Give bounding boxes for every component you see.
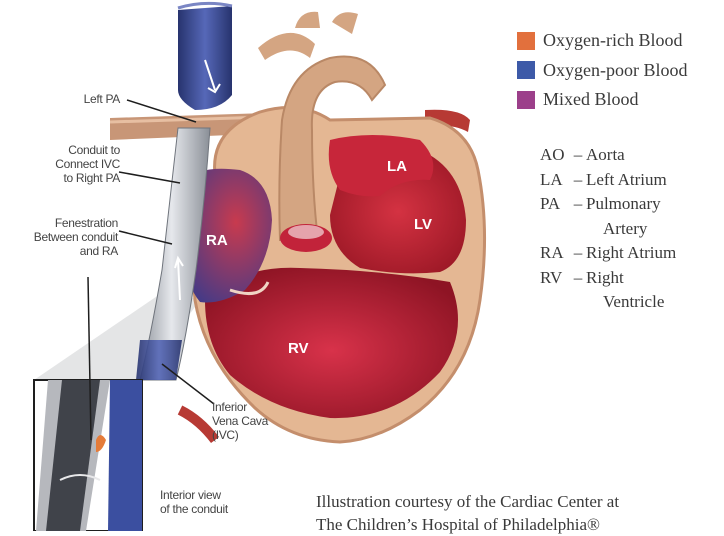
abbr-row-rv: RV – Right Ventricle: [540, 266, 716, 315]
abbr-dash: –: [570, 192, 586, 241]
label-left-pa: Left PA: [50, 92, 120, 106]
abbr-dash: –: [570, 241, 586, 266]
aortic-branch-2: [295, 12, 320, 28]
abbr-def-line: Pulmonary: [586, 192, 716, 217]
chamber-la: LA: [387, 158, 407, 175]
chamber-ra: RA: [206, 232, 228, 249]
legend-swatch: [517, 91, 535, 109]
aortic-branch-3: [332, 12, 358, 34]
legend-label: Oxygen-poor Blood: [543, 60, 687, 81]
vessel-lower: [180, 410, 215, 440]
leader-conduit: [119, 172, 180, 183]
credit-line: The Children’s Hospital of Philadelphia®: [316, 513, 619, 536]
inset-ivc: [108, 380, 142, 531]
abbr-code: PA: [540, 192, 570, 241]
chamber-rv: RV: [288, 340, 309, 357]
superior-vena-cava: [178, 6, 232, 110]
abbr-code: RA: [540, 241, 570, 266]
abbr-row-la: LA – Left Atrium: [540, 168, 716, 193]
abbr-row-pa: PA – Pulmonary Artery: [540, 192, 716, 241]
label-conduit: Conduit to Connect IVC to Right PA: [10, 143, 120, 185]
abbr-dash: –: [570, 143, 586, 168]
legend-item-mixed: Mixed Blood: [517, 85, 687, 115]
illustration-credit: Illustration courtesy of the Cardiac Cen…: [316, 490, 619, 536]
legend-label: Mixed Blood: [543, 89, 639, 110]
abbr-def-line: Ventricle: [586, 290, 716, 315]
abbr-code: LA: [540, 168, 570, 193]
credit-line: Illustration courtesy of the Cardiac Cen…: [316, 490, 619, 513]
label-ivc: Inferior Vena Cava (IVC): [212, 400, 282, 442]
abbr-definition: Left Atrium: [586, 168, 716, 193]
aortic-valve: [288, 225, 324, 239]
legend-swatch: [517, 32, 535, 50]
label-interior-view: Interior view of the conduit: [160, 488, 250, 516]
abbr-code: AO: [540, 143, 570, 168]
legend-swatch: [517, 61, 535, 79]
chamber-lv: LV: [414, 216, 432, 233]
abbr-dash: –: [570, 168, 586, 193]
abbr-dash: –: [570, 266, 586, 315]
legend-label: Oxygen-rich Blood: [543, 30, 682, 51]
abbr-row-ra: RA – Right Atrium: [540, 241, 716, 266]
leader-fenestration: [119, 231, 172, 244]
abbr-definition: Pulmonary Artery: [586, 192, 716, 241]
color-legend: Oxygen-rich Blood Oxygen-poor Blood Mixe…: [517, 26, 687, 115]
legend-item-oxygen-poor: Oxygen-poor Blood: [517, 56, 687, 86]
abbr-code: RV: [540, 266, 570, 315]
abbr-row-ao: AO – Aorta: [540, 143, 716, 168]
abbr-definition: Right Ventricle: [586, 266, 716, 315]
abbr-definition: Right Atrium: [586, 241, 716, 266]
leader-ivc: [162, 364, 214, 404]
abbr-definition: Aorta: [586, 143, 716, 168]
aortic-branch-1: [258, 33, 315, 60]
label-fenestration: Fenestration Between conduit and RA: [0, 216, 118, 258]
abbreviation-list: AO – Aorta LA – Left Atrium PA – Pulmona…: [540, 143, 716, 315]
abbr-def-line: Right: [586, 266, 716, 291]
abbr-def-line: Artery: [586, 217, 716, 242]
legend-item-oxygen-rich: Oxygen-rich Blood: [517, 26, 687, 56]
